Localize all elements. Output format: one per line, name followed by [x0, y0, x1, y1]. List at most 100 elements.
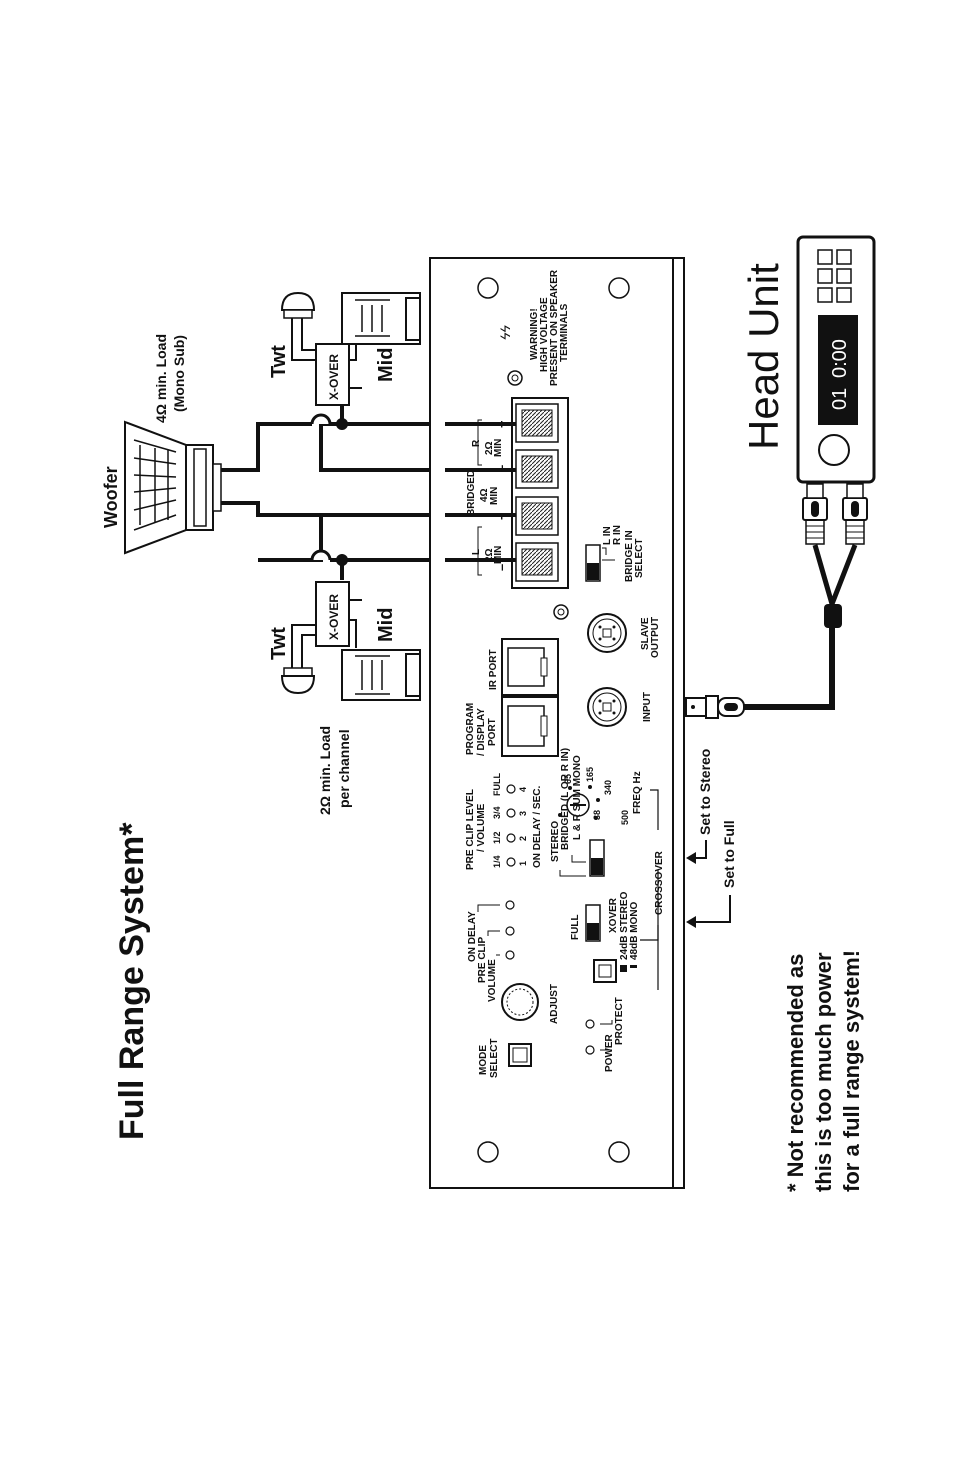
adjust-knob[interactable] — [501, 983, 539, 1021]
power-protect-leds — [585, 1019, 595, 1055]
delay-mark-3: 3 — [518, 811, 528, 816]
freq-mark-500: 500 — [620, 810, 630, 825]
left-xover-label: X-OVER — [327, 594, 341, 640]
freq-knob[interactable] — [558, 785, 600, 820]
diagram-title: Full Range System* — [113, 822, 151, 1140]
input-label: INPUT — [642, 692, 653, 722]
right-channel-speakers: Twt X-OVER Mid — [268, 291, 421, 406]
terminal-sign-4: + — [494, 420, 509, 428]
amplifier: ϟϟ WARNING! HIGH VOLTAGE PRESENT ON SPEA… — [429, 257, 685, 1189]
terminal-sign-1: – — [494, 564, 509, 571]
head-unit-volume-knob[interactable] — [818, 434, 850, 466]
head-unit-display-time: 0:00 — [829, 339, 851, 378]
mode-option-sum: L & R SUM MONO — [572, 755, 583, 840]
status-leds — [505, 900, 515, 960]
terminal-left-min: MIN — [493, 546, 504, 564]
terminal-left-ohm: 2Ω — [484, 548, 495, 562]
protect-label: PROTECT — [614, 997, 625, 1045]
terminal-sign-3: – — [494, 465, 509, 472]
delay-mark-4: 4 — [518, 787, 528, 792]
terminal-left-l: L — [471, 549, 482, 555]
head-unit-label: Head Unit — [740, 263, 787, 450]
on-delay-sec-label: ON DELAY / SEC. — [532, 786, 543, 868]
left-tweeter-label: Twt — [268, 627, 290, 660]
slave-output-jack[interactable] — [587, 613, 627, 653]
rca-cable — [685, 483, 868, 719]
bridge-select-line-1: BRIDGE IN — [624, 530, 635, 582]
bridge-select-line-2: SELECT — [634, 539, 645, 578]
mode-select-line-1: MODE — [478, 1045, 489, 1075]
adjust-label: ADJUST — [549, 984, 560, 1024]
switch-xover-label: XOVER — [608, 897, 619, 933]
crossover-label: CROSSOVER — [654, 850, 665, 915]
warning-line-4: TERMINALS — [559, 303, 570, 362]
right-tweeter — [280, 291, 316, 361]
pre-clip-level-line-2: / VOLUME — [476, 803, 487, 852]
pre-clip-level-line-1: PRE CLIP LEVEL — [465, 789, 476, 870]
speaker-terminals — [515, 403, 559, 582]
warning-line-1: WARNING! — [529, 308, 540, 360]
left-tweeter — [280, 624, 316, 695]
footnote-line-3: for a full range system! — [839, 950, 864, 1192]
terminal-bridged-min: MIN — [489, 487, 500, 505]
bridge-select-switch[interactable] — [585, 544, 601, 582]
delay-mark-2: 2 — [518, 836, 528, 841]
set-to-full-label: Set to Full — [721, 820, 737, 888]
right-xover-box — [315, 343, 350, 406]
head-unit-display-track: 01 — [829, 388, 851, 410]
footnote-line-1: * Not recommended as — [783, 954, 808, 1192]
level-leds — [506, 784, 516, 867]
level-mark-3: 3/4 — [492, 806, 502, 819]
right-mid-speaker — [341, 292, 421, 389]
warning-icon: ϟϟ — [497, 325, 513, 340]
right-tweeter-label: Twt — [268, 345, 290, 378]
woofer-load-line-1: 4Ω min. Load — [153, 334, 169, 423]
program-port-line-3: PORT — [487, 718, 498, 746]
level-mark-2: 1/2 — [492, 831, 502, 844]
bridge-option-r: R IN — [612, 525, 623, 545]
footnote-line-2: this is too much power — [811, 952, 836, 1192]
freq-mark-165: 165 — [585, 767, 595, 782]
terminal-sign-2: + — [494, 512, 509, 520]
channel-load-line-2: per channel — [336, 729, 352, 808]
program-port-line-1: PROGRAM — [465, 703, 476, 755]
full-xover-switch[interactable] — [585, 904, 601, 942]
mode-select-line-2: SELECT — [489, 1039, 500, 1078]
head-unit: 01 0:00 Head Unit — [740, 235, 876, 484]
warning-line-3: PRESENT ON SPEAKER — [549, 269, 560, 386]
woofer-load-line-2: (Mono Sub) — [171, 335, 187, 412]
left-channel-speakers: Twt X-OVER Mid 2Ω min. Load per channel — [268, 581, 421, 815]
volume-label: VOLUME — [487, 959, 498, 1002]
head-unit-preset-buttons[interactable] — [817, 249, 852, 303]
terminal-right-r: R — [471, 439, 482, 447]
ir-port-label: IR PORT — [488, 649, 499, 690]
pre-clip-label: PRE CLIP — [477, 937, 488, 983]
terminal-bridged: BRIDGED — [466, 470, 477, 516]
power-label: POWER — [604, 1033, 615, 1072]
woofer-label: Woofer — [101, 466, 121, 528]
warning-line-2: HIGH VOLTAGE — [539, 297, 550, 372]
slave-output-line-1: SLAVE — [640, 617, 651, 650]
terminal-right-ohm: 2Ω — [484, 441, 495, 455]
input-jack[interactable] — [587, 687, 627, 727]
on-delay-label: ON DELAY — [467, 911, 478, 962]
freq-mark-340: 340 — [603, 780, 613, 795]
footnote: * Not recommended as this is too much po… — [783, 950, 864, 1192]
level-mark-4: FULL — [492, 773, 502, 796]
bridge-option-l: L IN — [602, 526, 613, 545]
program-port-line-2: / DISPLAY — [476, 708, 487, 756]
switch-full-label: FULL — [570, 914, 581, 940]
terminal-bridged-ohm: 4Ω — [479, 488, 490, 502]
channel-load-line-1: 2Ω min. Load — [317, 726, 333, 815]
left-mid-speaker — [341, 599, 421, 701]
mode-option-bridged: BRIDGED (L OR R IN) — [560, 748, 571, 850]
slave-output-line-2: OUTPUT — [650, 617, 661, 658]
freq-mark-65: 65 — [563, 774, 573, 784]
set-to-stereo-label: Set to Stereo — [697, 749, 713, 835]
stereo-mode-switch[interactable] — [589, 839, 605, 877]
right-mid-label: Mid — [375, 348, 397, 382]
level-mark-1: 1/4 — [492, 855, 502, 868]
freq-label: FREQ Hz — [632, 771, 643, 814]
delay-mark-1: 1 — [518, 861, 528, 866]
